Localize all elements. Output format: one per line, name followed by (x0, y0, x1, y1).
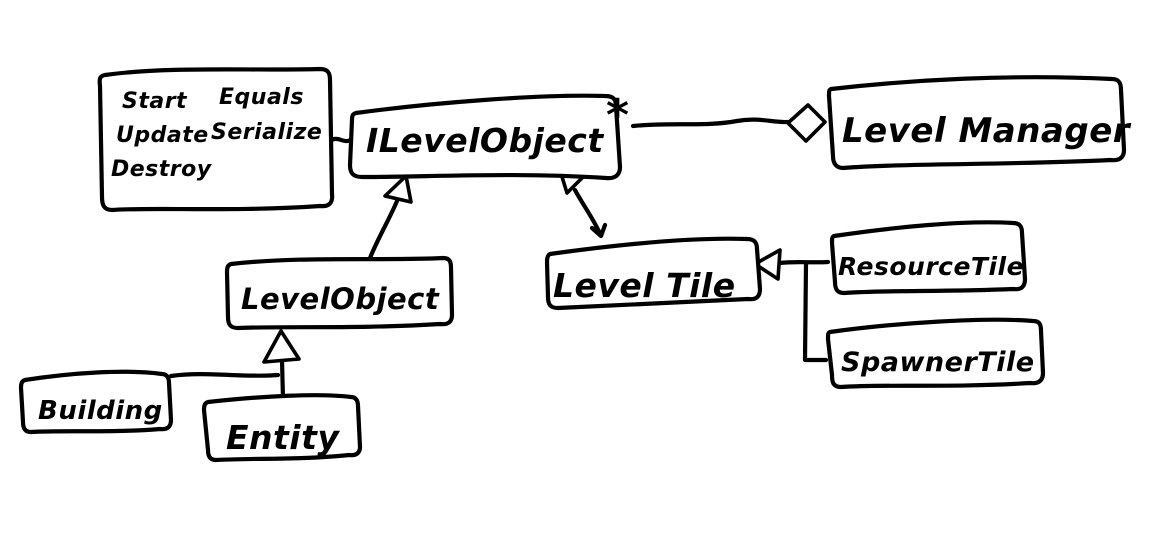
node-entity: Entity (201, 393, 363, 463)
method-start: Start (122, 89, 188, 114)
inheritance-arrowhead-icon (383, 174, 413, 204)
node-methods-note: Start Equals Update Serialize Destroy (97, 66, 335, 213)
edge-building-entity-to-levelobject (168, 357, 286, 402)
spawnertile-label: SpawnerTile (841, 347, 1035, 378)
node-ilevelobject: ILevelObject * (347, 90, 630, 181)
levelmanager-box (826, 75, 1127, 171)
multiplicity-star-label: * (606, 90, 630, 141)
ilevelobject-box (347, 93, 623, 181)
node-levelobject: LevelObject (224, 255, 455, 331)
node-resourcetile: ResourceTile (829, 220, 1028, 296)
building-label: Building (38, 396, 163, 426)
node-building: Building (18, 369, 174, 435)
entity-box (201, 393, 363, 463)
edge-leveltile-to-ilevelobject (572, 187, 608, 239)
inheritance-arrowhead-icon (262, 329, 301, 364)
method-destroy: Destroy (111, 157, 213, 182)
leveltile-box (544, 236, 763, 311)
spawnertile-box (825, 317, 1046, 390)
levelmanager-label: Level Manager (842, 111, 1132, 151)
edge-resourcetile-spawnertile-to-leveltile (777, 259, 831, 363)
method-serialize: Serialize (211, 120, 322, 145)
entity-label: Entity (226, 418, 340, 457)
edge-levelobject-to-ilevelobject (367, 198, 400, 261)
aggregation-diamond-icon (786, 103, 827, 143)
resourcetile-box (829, 220, 1028, 296)
ilevelobject-label: ILevelObject (366, 121, 604, 160)
inheritance-arrowhead-icon (753, 248, 782, 281)
node-spawnertile: SpawnerTile (825, 317, 1046, 390)
methods-note-box (97, 66, 335, 213)
levelobject-label: LevelObject (241, 282, 440, 316)
building-box (18, 369, 174, 435)
node-leveltile: Level Tile (544, 236, 763, 311)
method-update: Update (116, 123, 209, 148)
node-levelmanager: Level Manager (826, 75, 1132, 171)
edge-ilevelobject-to-levelmanager (630, 117, 791, 129)
method-equals: Equals (219, 85, 304, 110)
resourcetile-label: ResourceTile (838, 252, 1024, 281)
levelobject-box (224, 255, 455, 331)
leveltile-label: Level Tile (553, 266, 736, 305)
